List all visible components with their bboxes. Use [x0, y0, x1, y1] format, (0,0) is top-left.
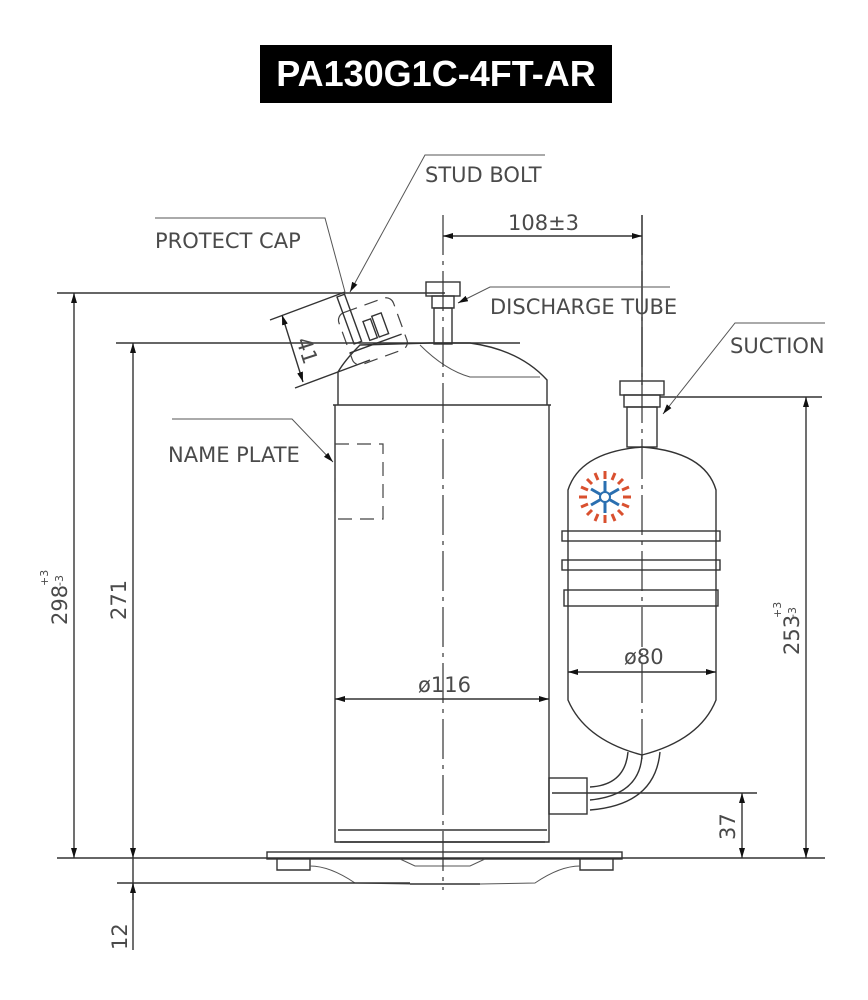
leader-lines [155, 154, 825, 463]
protect-cap-label: PROTECT CAP [155, 229, 301, 253]
dim-12: 12 [108, 923, 132, 950]
accumulator [548, 380, 721, 815]
discharge-tube-label: DISCHARGE TUBE [490, 295, 677, 319]
dim-253: 253 [780, 615, 804, 655]
dimension-lines [57, 215, 825, 950]
dim-shell-diameter: ø116 [418, 673, 471, 697]
stud-bolt-label: STUD BOLT [425, 163, 542, 187]
dim-37: 37 [716, 813, 740, 840]
snowflake-sun-logo-icon [579, 471, 631, 523]
dim-271: 271 [107, 580, 131, 620]
name-plate-label: NAME PLATE [168, 443, 300, 467]
dim-298: 298 [48, 585, 72, 625]
dim-298-tol-minus: -3 [53, 575, 66, 586]
dim-253-tol-plus: +3 [771, 602, 784, 618]
mounting-base [266, 851, 623, 885]
dim-298-tol-plus: +3 [38, 570, 51, 586]
dim-253-tol-minus: -3 [786, 607, 799, 618]
dim-41: 41 [291, 334, 322, 367]
compressor-shell [333, 342, 551, 843]
dim-accumulator-diameter: ø80 [624, 645, 664, 669]
dim-108: 108±3 [508, 211, 579, 235]
model-title: PA130G1C-4FT-AR [276, 53, 596, 94]
name-plate-outline [334, 443, 384, 520]
model-title-banner: PA130G1C-4FT-AR [260, 45, 612, 103]
suction-label: SUCTION [730, 334, 825, 358]
